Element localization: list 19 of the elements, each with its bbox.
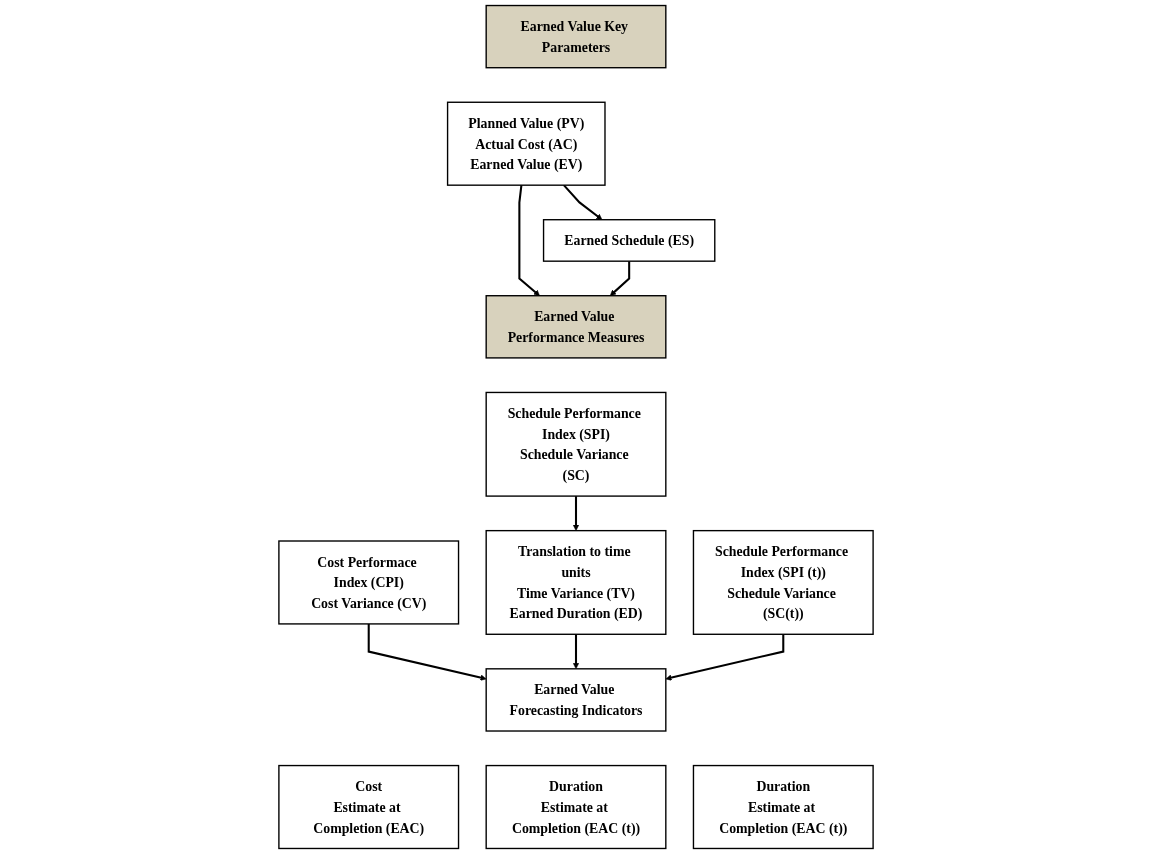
arrow bbox=[518, 185, 540, 296]
arrow bbox=[609, 261, 631, 296]
node-box: Earned Value Forecasting Indicators bbox=[485, 668, 667, 732]
node-box: Schedule Performance Index (SPI) Schedule Variance (SC) bbox=[485, 391, 667, 497]
arrow bbox=[572, 496, 580, 531]
node-box: Earned Schedule (ES) bbox=[542, 219, 716, 262]
node-box: Cost Performace Index (CPI) Cost Variance (CV) bbox=[278, 540, 460, 625]
node-box: Translation to time units Time Variance (TV) Earned Duration (ED) bbox=[485, 529, 667, 635]
node-box: Duration Estimate at Completion (EAC (t)) bbox=[692, 764, 874, 850]
arrow bbox=[572, 634, 580, 670]
node-box: Earned Value Key Parameters bbox=[485, 4, 667, 69]
node-box: Schedule Performance Index (SPI (t)) Schedule Variance (SC(t)) bbox=[692, 529, 874, 635]
node-box: Duration Estimate at Completion (EAC (t)) bbox=[485, 764, 667, 850]
node-box: Planned Value (PV) Actual Cost (AC) Earned Value (EV) bbox=[446, 101, 606, 186]
arrow bbox=[563, 184, 603, 220]
node-box: Cost Estimate at Completion (EAC) bbox=[278, 764, 460, 850]
node-box: Earned Value Performance Measures bbox=[485, 295, 667, 359]
arrow bbox=[367, 623, 487, 681]
arrow bbox=[665, 634, 785, 681]
